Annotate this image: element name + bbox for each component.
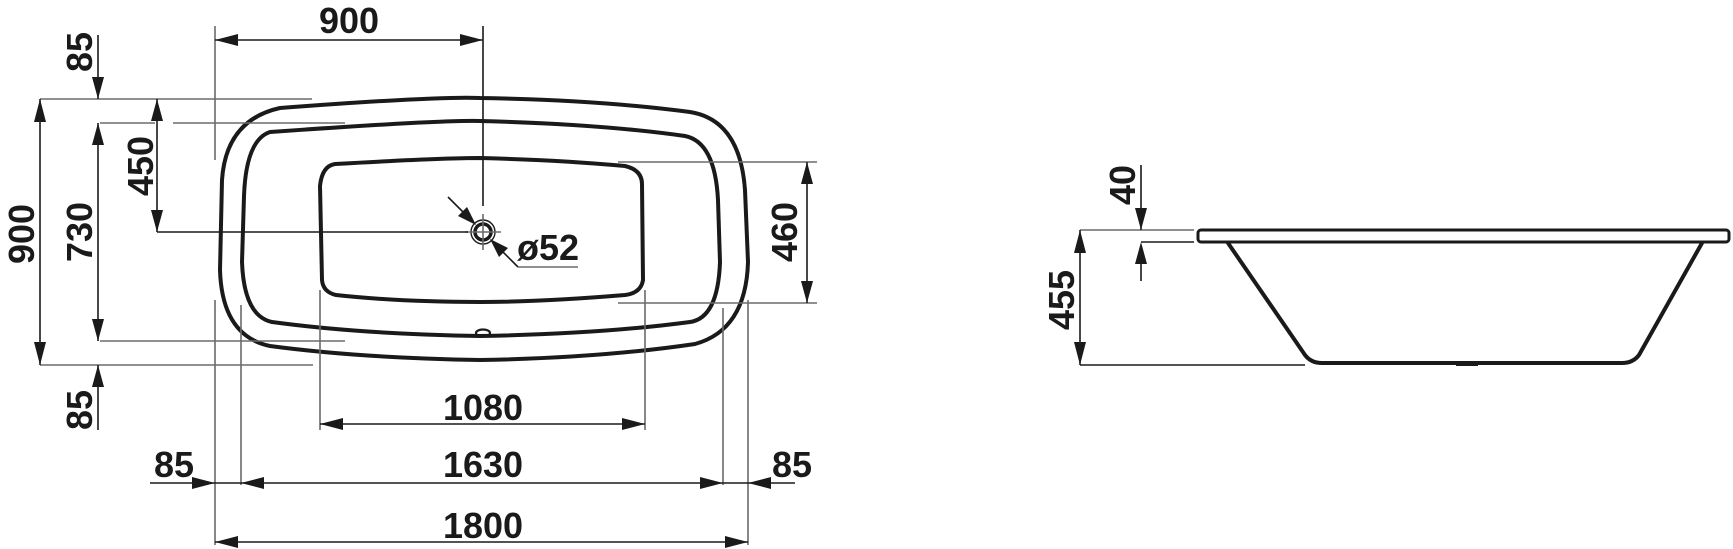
top-view: 900 85 900 730 450 — [1, 0, 817, 548]
tub-body-section — [1226, 241, 1704, 365]
dim-label-460: 460 — [764, 202, 805, 262]
drain-outlet-section — [1456, 362, 1478, 366]
tub-rim-section — [1196, 228, 1731, 244]
dimension-rim-bottom: 85 — [59, 365, 104, 430]
dim-label-diameter-52: ø52 — [517, 227, 579, 268]
tub-inner-rim-outline — [240, 118, 722, 338]
dim-label-1630: 1630 — [443, 444, 523, 485]
dim-label-40: 40 — [1102, 165, 1143, 205]
overflow-hole-icon — [474, 328, 492, 338]
dimension-drain-y-offset: 450 — [120, 99, 163, 232]
dimension-rim-thickness: 40 — [1102, 165, 1147, 281]
drain-icon — [465, 214, 501, 250]
dim-label-455: 455 — [1041, 270, 1082, 330]
tub-outer-rim-outline — [218, 95, 750, 362]
dimension-overall-length: 1800 — [215, 505, 748, 548]
dim-label-1080: 1080 — [443, 387, 523, 428]
basin-bottom-outline — [318, 156, 645, 304]
dim-label-1800: 1800 — [443, 505, 523, 546]
dim-label-85-left: 85 — [154, 444, 194, 485]
dim-label-450: 450 — [120, 136, 161, 196]
dim-label-730: 730 — [59, 202, 100, 262]
dimension-drain-x-offset: 900 — [215, 0, 483, 46]
dimension-inner-length: 85 1630 85 — [150, 444, 812, 489]
dimension-basin-bottom-length: 1080 — [320, 387, 645, 430]
dim-label-900-top: 900 — [319, 0, 379, 41]
side-view: 40 455 — [1041, 165, 1731, 366]
dimension-overall-width: 900 — [1, 99, 46, 365]
dim-label-85-top: 85 — [59, 32, 100, 72]
dimension-basin-bottom-width: 460 — [764, 162, 813, 303]
dimension-inner-width: 730 — [59, 123, 104, 341]
dimension-total-height: 455 — [1041, 230, 1086, 365]
dimension-drain-diameter: ø52 — [447, 196, 579, 268]
dim-label-85-right: 85 — [772, 444, 812, 485]
dim-label-85-bottom: 85 — [59, 390, 100, 430]
dimension-rim-top: 85 — [59, 32, 104, 145]
dim-label-900-left: 900 — [1, 204, 42, 264]
